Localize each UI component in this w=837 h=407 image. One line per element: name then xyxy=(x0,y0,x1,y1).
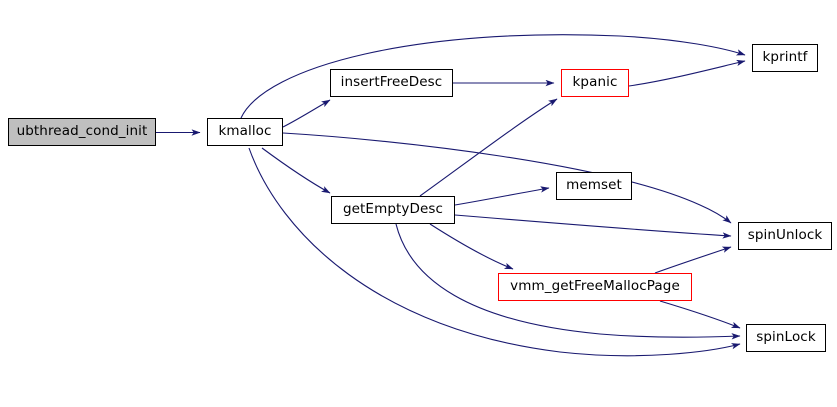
node-label: memset xyxy=(566,177,622,194)
node-label: vmm_getFreeMallocPage xyxy=(510,278,680,295)
edge-vmm_getFreeMallocPage-spinLock xyxy=(659,300,741,329)
edge-getEmptyDesc-spinUnlock xyxy=(454,214,732,239)
node-ubthread-cond-init[interactable]: ubthread_cond_init xyxy=(8,118,156,146)
node-label: insertFreeDesc xyxy=(340,74,443,91)
node-vmm-get-free-malloc-page[interactable]: vmm_getFreeMallocPage xyxy=(498,273,692,301)
edge-kmalloc-getEmptyDesc xyxy=(261,147,331,194)
node-kpanic[interactable]: kpanic xyxy=(561,69,629,97)
node-kmalloc[interactable]: kmalloc xyxy=(207,118,283,146)
node-kprintf[interactable]: kprintf xyxy=(752,44,818,72)
node-label: spinUnlock xyxy=(747,227,823,244)
edge-getEmptyDesc-spinLock xyxy=(395,223,741,340)
edge-getEmptyDesc-vmm_getFreeMallocPage xyxy=(429,223,514,270)
node-spin-unlock[interactable]: spinUnlock xyxy=(738,222,832,250)
edge-kpanic-kprintf xyxy=(628,59,746,87)
node-spin-lock[interactable]: spinLock xyxy=(746,324,826,352)
node-label: kprintf xyxy=(762,49,808,66)
edge-kmalloc-spinLock xyxy=(248,147,741,357)
edge-getEmptyDesc-kpanic xyxy=(419,98,558,197)
node-label: getEmptyDesc xyxy=(342,201,444,218)
node-get-empty-desc[interactable]: getEmptyDesc xyxy=(331,196,455,224)
node-label: kmalloc xyxy=(218,123,272,140)
edge-vmm_getFreeMallocPage-spinUnlock xyxy=(654,246,732,274)
node-memset[interactable]: memset xyxy=(556,172,632,200)
edge-kmalloc-kprintf xyxy=(240,34,746,119)
node-label: ubthread_cond_init xyxy=(16,123,148,140)
node-label: kpanic xyxy=(572,74,618,91)
node-label: spinLock xyxy=(756,329,816,346)
node-insert-free-desc[interactable]: insertFreeDesc xyxy=(330,69,453,97)
edge-kmalloc-insertFreeDesc xyxy=(282,99,331,128)
edge-getEmptyDesc-memset xyxy=(454,186,550,206)
